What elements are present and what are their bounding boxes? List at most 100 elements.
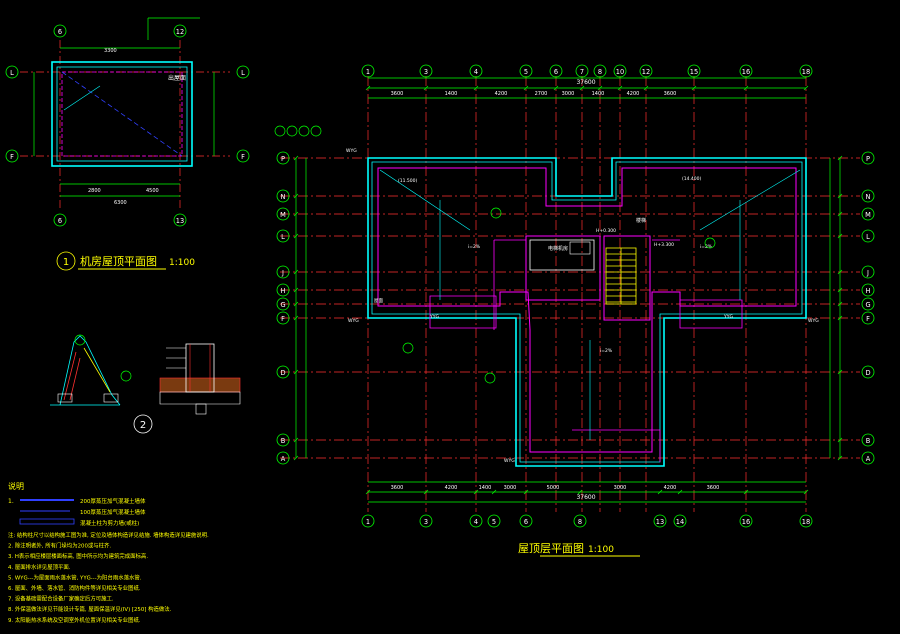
bottom-dimension-chain <box>368 481 806 503</box>
axis-right-5: H <box>861 283 875 297</box>
machine-room-scale: 1:100 <box>169 258 195 268</box>
bottom-dim-segment: 5000 <box>547 485 560 491</box>
axis-right-4-circle <box>861 265 875 279</box>
axis-left-0: P <box>276 151 290 165</box>
axis-bottom-3-label: 5 <box>492 518 496 526</box>
mr-axis-right-1-circle <box>236 149 250 163</box>
bottom-dim-segment: 3000 <box>614 485 627 491</box>
dim-tick <box>677 489 683 495</box>
roof-elevation-tag-left: (11.500) <box>398 178 418 184</box>
bottom-dim-segment: 4200 <box>445 485 458 491</box>
legend-text-concrete: 混凝土柱为剪力墙(或柱) <box>80 519 139 527</box>
axis-left-7-label: F <box>281 315 285 323</box>
bottom-dim-segment: 3000 <box>504 485 517 491</box>
axis-right-6-label: G <box>865 301 870 309</box>
mr-axis-left-0-label: L <box>10 69 14 77</box>
axis-left-0-circle <box>276 151 290 165</box>
wyg-tag-left: WYG <box>348 318 359 324</box>
detail-left-rebar <box>63 351 81 401</box>
mr-axis-right-0-circle <box>236 65 250 79</box>
axis-top-10: 16 <box>739 64 753 78</box>
axis-left-4: J <box>276 265 290 279</box>
axis-right-2: M <box>861 207 875 221</box>
right-dimension-chain <box>829 158 841 458</box>
dim-tick <box>293 211 299 217</box>
axis-top-11-circle <box>799 64 813 78</box>
axis-left-4-label: J <box>281 269 284 277</box>
machine-dim-1: 3300 <box>104 48 117 54</box>
axis-left-3-circle <box>276 229 290 243</box>
note-item: 6. 屋面、外墙、落水管、消防构件等详见相关专业图纸. <box>8 584 141 592</box>
axis-bottom-1: 3 <box>419 514 433 528</box>
mr-axis-top-0-circle <box>53 24 67 38</box>
axis-right-9: B <box>861 433 875 447</box>
dim-tick <box>293 155 299 161</box>
axis-top-7-circle <box>613 64 627 78</box>
mr-axis-left-1-label: F <box>10 153 14 161</box>
axis-top-9: 15 <box>687 64 701 78</box>
axis-top-11-label: 18 <box>802 68 810 76</box>
overall-width-bottom: 37600 <box>576 494 595 501</box>
machine-title-index-circle <box>56 251 76 271</box>
mr-axis-bottom-0: 6 <box>53 213 67 227</box>
machine-room-dimensions <box>33 17 215 197</box>
exterior-wall-inner <box>371 161 803 463</box>
bottom-dim-segment: 1400 <box>479 485 492 491</box>
dim-tick <box>293 301 299 307</box>
axis-right-1-label: N <box>866 193 871 201</box>
legend-no: 1. <box>8 498 14 505</box>
detail-right-slab <box>159 377 241 393</box>
mr-axis-top-0: 6 <box>53 24 67 38</box>
stair-core-parapet <box>525 235 651 321</box>
dim-tick <box>293 233 299 239</box>
bottom-dim-segment: 3600 <box>391 485 404 491</box>
axis-top-8-label: 12 <box>642 68 650 76</box>
axis-top-0-circle <box>361 64 375 78</box>
axis-bottom-0-label: 1 <box>366 518 370 526</box>
dim-tick <box>423 85 429 91</box>
axis-bottom-2-label: 4 <box>474 518 478 526</box>
mr-axis-left-1: F <box>5 149 19 163</box>
axis-left-6: G <box>276 297 290 311</box>
mr-axis-top-1-label: 12 <box>176 28 184 36</box>
detail-number: 2 <box>140 420 146 431</box>
axis-right-4-label: J <box>866 269 869 277</box>
dim-tick <box>837 233 843 239</box>
axis-left-2: M <box>276 207 290 221</box>
axis-left-1-circle <box>276 189 290 203</box>
note-item: 9. 太阳能热水系统及空调室外机位置详见相关专业图纸. <box>8 616 141 624</box>
dim-tick <box>837 455 843 461</box>
mr-axis-top-0-label: 6 <box>58 28 62 36</box>
axis-right-10: A <box>861 451 875 465</box>
dim-tick <box>643 85 649 91</box>
notes-items: 注: 结构柱尺寸以结构施工图为准, 定位及墙体构造详见结施. 墙体构造详见建施说… <box>8 531 209 624</box>
mr-axis-bottom-1-circle <box>173 213 187 227</box>
elevation-tag: H+0.300 <box>596 228 616 234</box>
stair <box>605 247 637 305</box>
axis-top-0: 1 <box>361 64 375 78</box>
machine-room-wall-outer <box>51 61 193 167</box>
axis-bottom-0-circle <box>361 514 375 528</box>
axis-bottom-3-circle <box>487 514 501 528</box>
wyg-tag-top: WYG <box>346 148 357 154</box>
dim-tick <box>579 85 585 91</box>
note-item: 3. H表示相应楼层楼面标高, 图中所示均为建筑完成面标高. <box>8 552 148 560</box>
machine-dim-3: 4500 <box>146 188 159 194</box>
axis-right-4: J <box>861 265 875 279</box>
axis-bottom-7-label: 14 <box>676 518 684 526</box>
note-item: 2. 除注明者外, 所有门垛均为200或与柱齐. <box>8 542 111 550</box>
axis-right-6-circle <box>861 297 875 311</box>
axis-left-9-label: B <box>281 437 286 445</box>
axis-top-6-circle <box>593 64 607 78</box>
axis-bottom-3: 5 <box>487 514 501 528</box>
dim-tick <box>293 315 299 321</box>
exterior-wall-outline <box>367 157 807 467</box>
axis-bottom-9-label: 18 <box>802 518 810 526</box>
axis-bottom-5-circle <box>573 514 587 528</box>
axis-top-5: 7 <box>575 64 589 78</box>
machine-title-index: 1 <box>63 257 69 268</box>
dim-tick <box>657 489 663 495</box>
axis-top-1: 3 <box>419 64 433 78</box>
